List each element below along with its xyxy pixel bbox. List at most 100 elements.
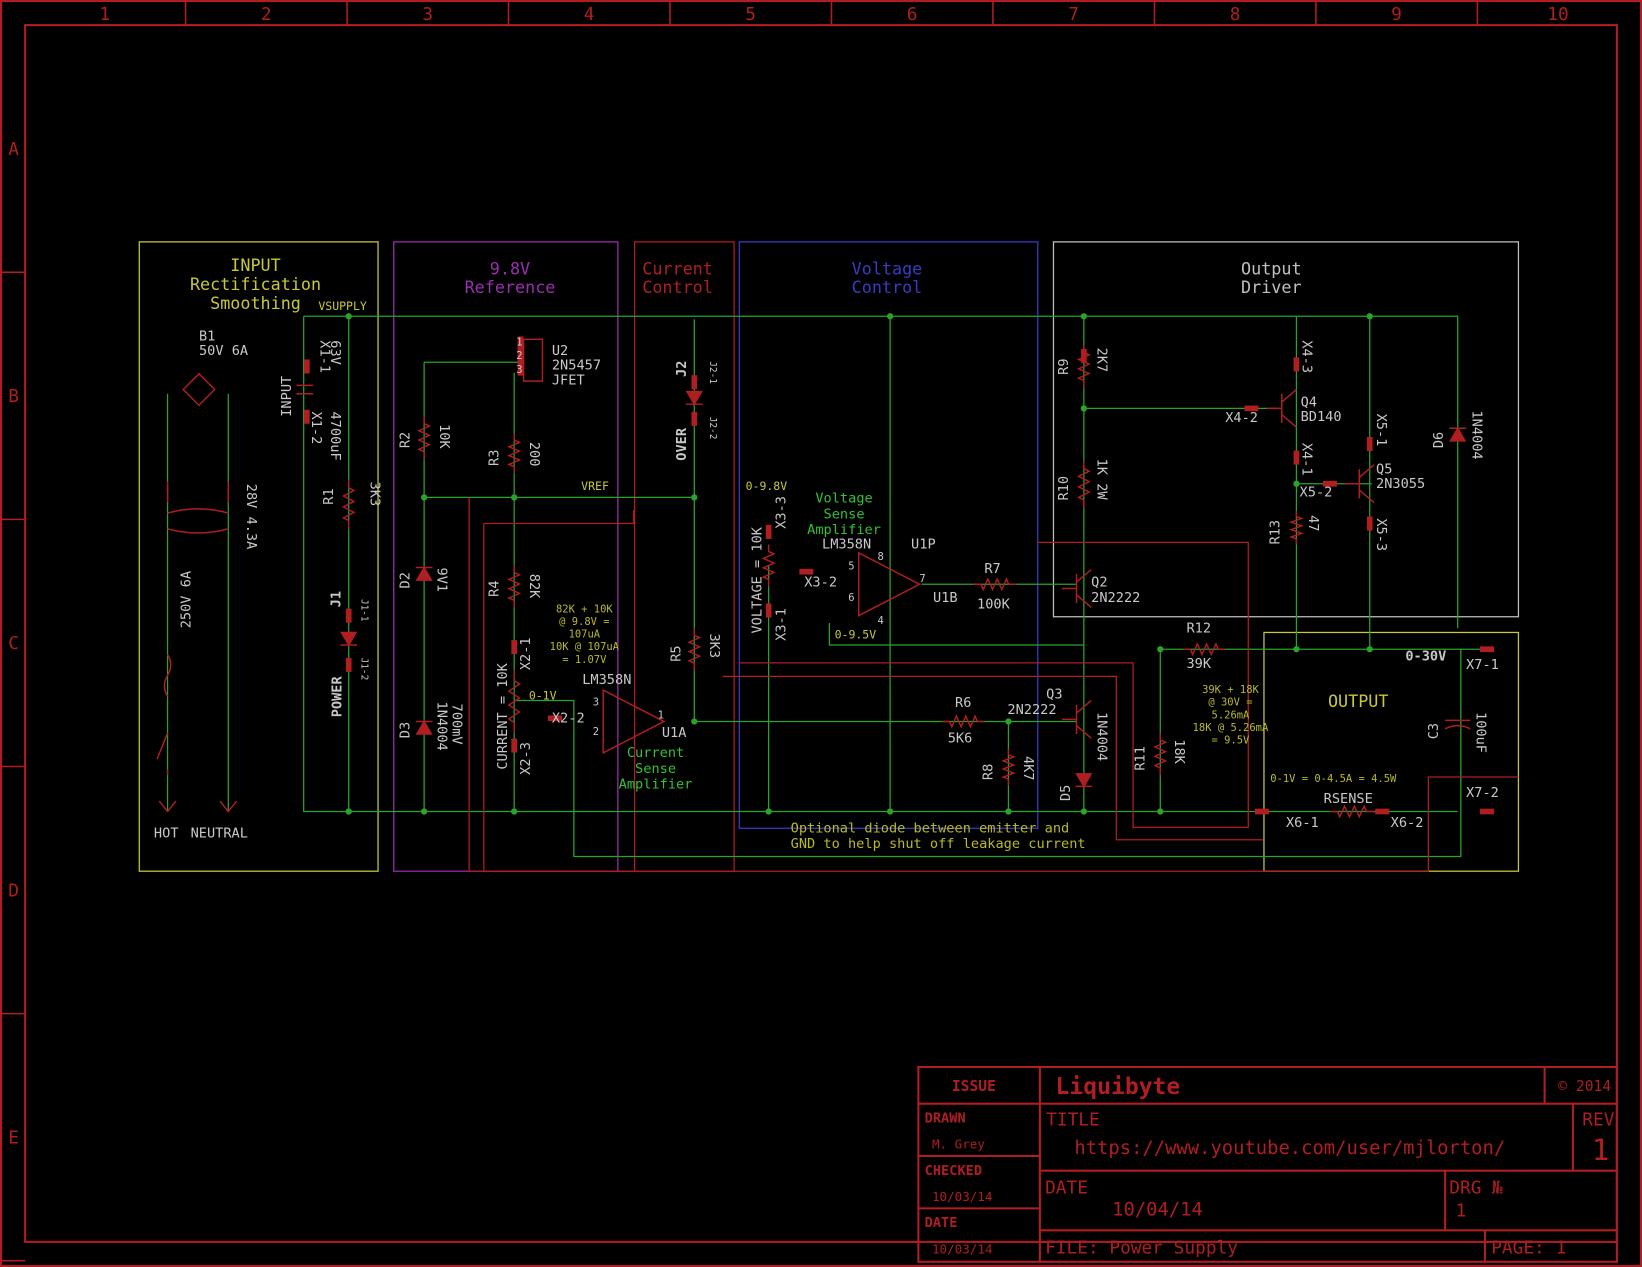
titleblock-drg_label: DRG №	[1449, 1178, 1503, 1199]
column-label: 5	[745, 4, 756, 25]
x7-2-label: X7-2	[1466, 785, 1499, 801]
ref-calc-note: @ 9.8V =	[559, 616, 609, 628]
current-amp-label: Sense	[635, 761, 676, 777]
voltage-amp-label: Amplifier	[807, 522, 881, 538]
pad	[1244, 405, 1259, 412]
parts-r12-0: R12	[1186, 620, 1211, 636]
parts-r7-1: 100K	[977, 596, 1011, 612]
parts-j1_pins-0: J1-1	[358, 599, 369, 622]
net-0-1v: 0-1V	[529, 688, 557, 702]
ref-calc-note: 107uA	[569, 629, 601, 641]
section-driver-title: Output	[1241, 258, 1302, 278]
junction-dot	[345, 808, 352, 815]
junction-dot	[1157, 646, 1164, 653]
parts-d2-0: D2	[397, 572, 413, 588]
voltage-amp-label: Voltage	[815, 491, 872, 507]
transformer-symbol	[166, 481, 230, 534]
x5-2-label: X5-2	[1300, 484, 1333, 500]
junction-dot	[1080, 313, 1087, 320]
r5-resistor	[687, 628, 702, 671]
parts-u2-1: 2N5457	[552, 358, 601, 374]
titleblock-drg: 1	[1456, 1201, 1467, 1222]
pad	[765, 603, 772, 618]
parts-r9-1: 2K7	[1093, 348, 1109, 373]
pad	[799, 568, 814, 575]
parts-q5-0: Q5	[1376, 461, 1392, 477]
section-driver-title: Driver	[1241, 277, 1302, 297]
junction-dot	[1157, 808, 1164, 815]
parts-r10-0: R10	[1056, 476, 1072, 501]
parts-u1a-0: LM358N	[582, 672, 631, 688]
titleblock-checked: CHECKED	[925, 1163, 982, 1179]
parts-r11-1: 18K	[1171, 739, 1187, 764]
parts-q4-0: Q4	[1301, 394, 1317, 410]
parts-c3-1: 100uF	[1473, 712, 1489, 753]
q3-transistor	[1061, 699, 1092, 739]
rsense-resistor	[1329, 804, 1374, 819]
diode-note: Optional diode between emitter and	[791, 820, 1070, 836]
x5-3-label: X5-3	[1373, 518, 1389, 551]
net-0-9.5v: 0-9.5V	[835, 628, 877, 642]
pad	[1479, 808, 1495, 815]
x1-1-label: X1-1	[316, 340, 332, 373]
parts-r6-0: R6	[955, 695, 971, 711]
pad	[1375, 808, 1390, 815]
x2-2-label: X2-2	[552, 711, 585, 727]
current-pot-label: CURRENT = 10K	[495, 662, 511, 769]
titleblock-page: PAGE: 1	[1491, 1237, 1566, 1258]
parts-transformer-0: 28V 4.3A	[243, 484, 259, 550]
voltage-pot-label: VOLTAGE = 10K	[749, 526, 765, 633]
row-label: C	[8, 633, 19, 654]
x2-1-label: X2-1	[518, 637, 534, 670]
junction-dot	[1293, 646, 1300, 653]
parts-u2_pins-1: 2	[516, 350, 522, 362]
parts-r11-0: R11	[1133, 746, 1149, 771]
d5-diode	[1075, 773, 1093, 788]
text-labels: INPUTRectificationSmoothing9.8VReference…	[154, 255, 1499, 852]
j1-led	[340, 631, 358, 647]
r11-resistor	[1153, 732, 1168, 775]
titleblock-drawn: DRAWN	[925, 1110, 966, 1126]
x5-1-label: X5-1	[1373, 414, 1389, 447]
neutral-terminal-label: NEUTRAL	[191, 826, 248, 842]
net-0-9.8v: 0-9.8V	[746, 479, 788, 493]
r3-resistor	[507, 433, 522, 474]
junction-dot	[1005, 808, 1012, 815]
junction-dot	[1293, 480, 1300, 487]
parts-u1a_pins-1: 2	[593, 726, 599, 738]
u1a-opamp	[602, 688, 666, 755]
x3-2-label: X3-2	[804, 574, 837, 590]
column-label: 7	[1068, 4, 1079, 25]
parts-u1b-2: U1B	[933, 590, 958, 606]
junction-dot	[765, 808, 772, 815]
parts-c3-0: C3	[1426, 723, 1442, 739]
junction-dot	[691, 494, 698, 501]
parts-r2-0: R2	[397, 432, 413, 448]
net-0-30v: 0-30V	[1405, 649, 1446, 665]
section-reference-title: 9.8V	[490, 258, 530, 278]
parts-u1b-1: U1P	[911, 537, 936, 553]
parts-q3-1: 2N2222	[1007, 702, 1056, 718]
titleblock-date2_label: DATE	[925, 1215, 958, 1231]
section-output-title: OUTPUT	[1328, 691, 1389, 711]
b1-bridge	[182, 372, 216, 407]
divider-calc-note: = 9.5V	[1212, 734, 1251, 746]
parts-d6-0: D6	[1431, 432, 1447, 448]
hot-terminal-label: HOT	[154, 826, 179, 842]
column-label: 10	[1547, 4, 1568, 25]
parts-q4-1: BD140	[1301, 409, 1342, 425]
parts-r4-1: 82K	[526, 574, 542, 599]
junction-dot	[511, 494, 518, 501]
parts-u1b-0: LM358N	[822, 537, 871, 553]
column-label: 9	[1391, 4, 1402, 25]
pad	[1366, 516, 1373, 531]
q5-transistor	[1344, 464, 1375, 504]
r2-resistor	[417, 416, 432, 459]
pad	[511, 640, 517, 655]
divider-calc-note: 39K + 18K	[1202, 684, 1259, 696]
parts-q5-1: 2N3055	[1376, 476, 1425, 492]
ref-calc-note: 10K @ 107uA	[550, 641, 620, 653]
parts-d5-0: D5	[1058, 785, 1074, 801]
parts-r6-1: 5K6	[948, 730, 973, 746]
